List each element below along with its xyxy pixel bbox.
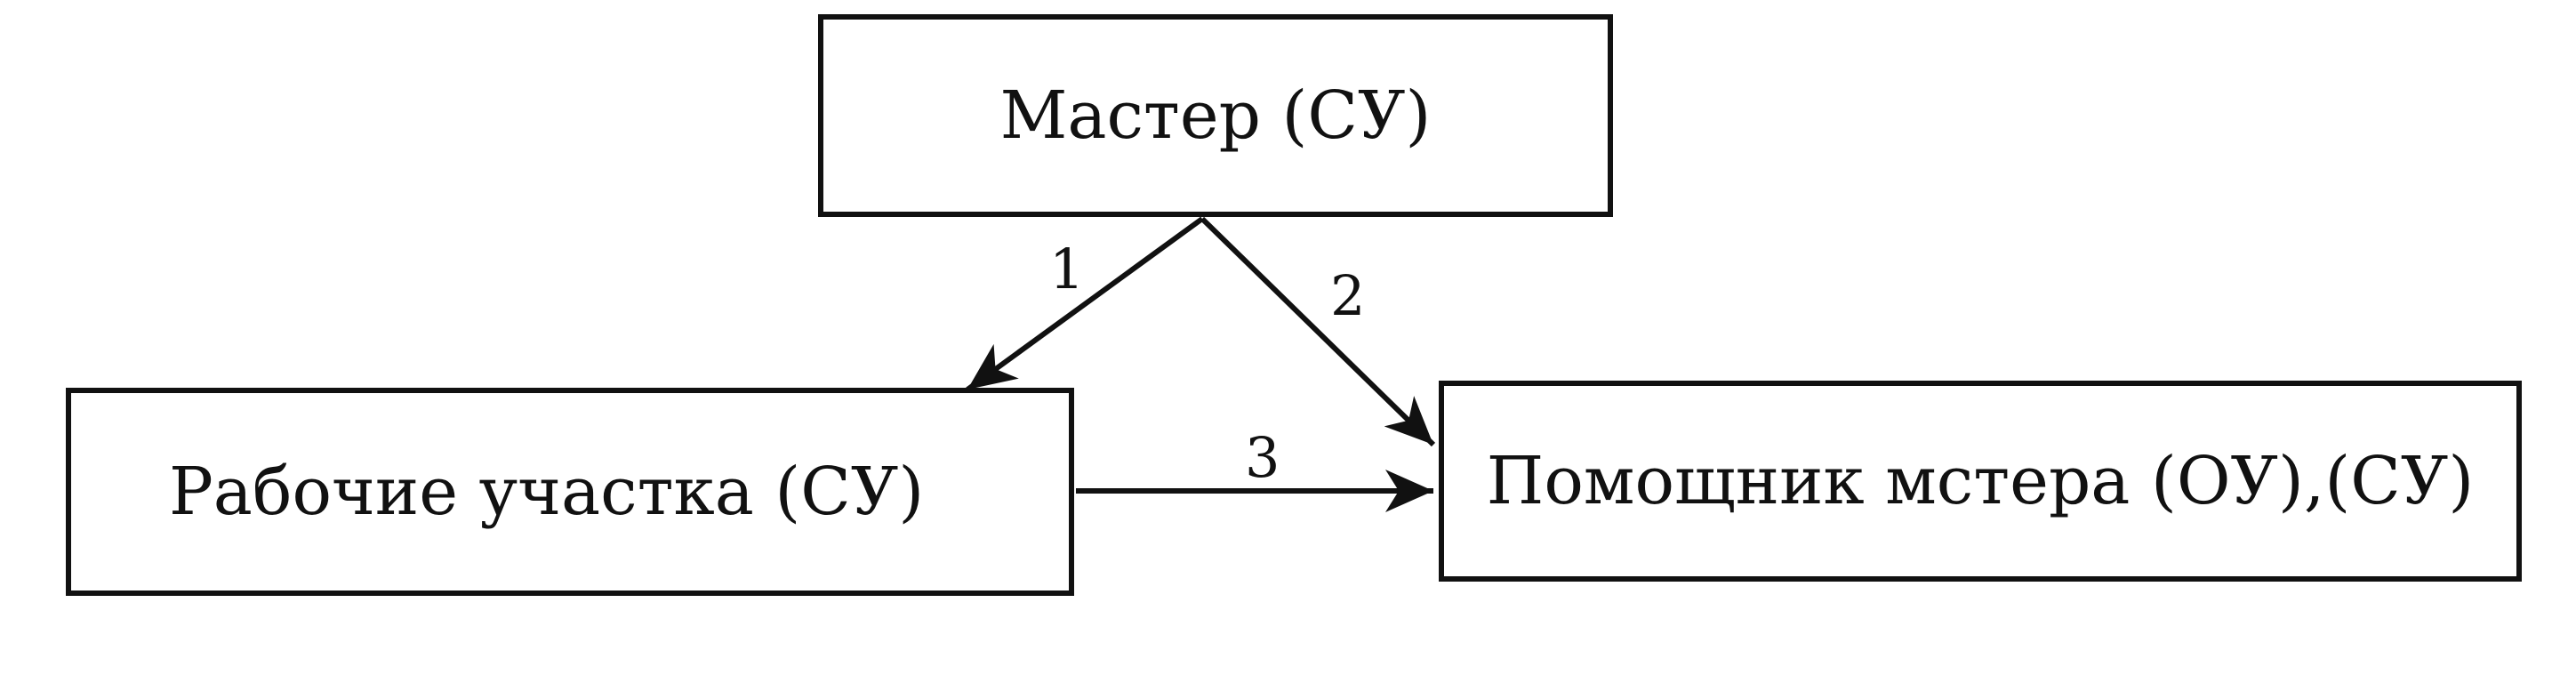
master-node-label: Мастер (СУ) [999,77,1432,154]
edge-2-label: 2 [1330,263,1366,328]
assistant-node: Помощник мстера (ОУ),(СУ) [1439,381,2522,582]
edge-1-arrow [966,216,1204,392]
workers-node: Рабочие участка (СУ) [66,388,1074,596]
master-node: Мастер (СУ) [818,14,1613,217]
workers-node-label: Рабочие участка (СУ) [169,454,925,530]
edge-3-label: 3 [1245,425,1280,490]
edge-2-arrow [1200,216,1436,447]
assistant-node-label: Помощник мстера (ОУ),(СУ) [1486,443,2475,519]
edge-1-label: 1 [1049,237,1085,301]
